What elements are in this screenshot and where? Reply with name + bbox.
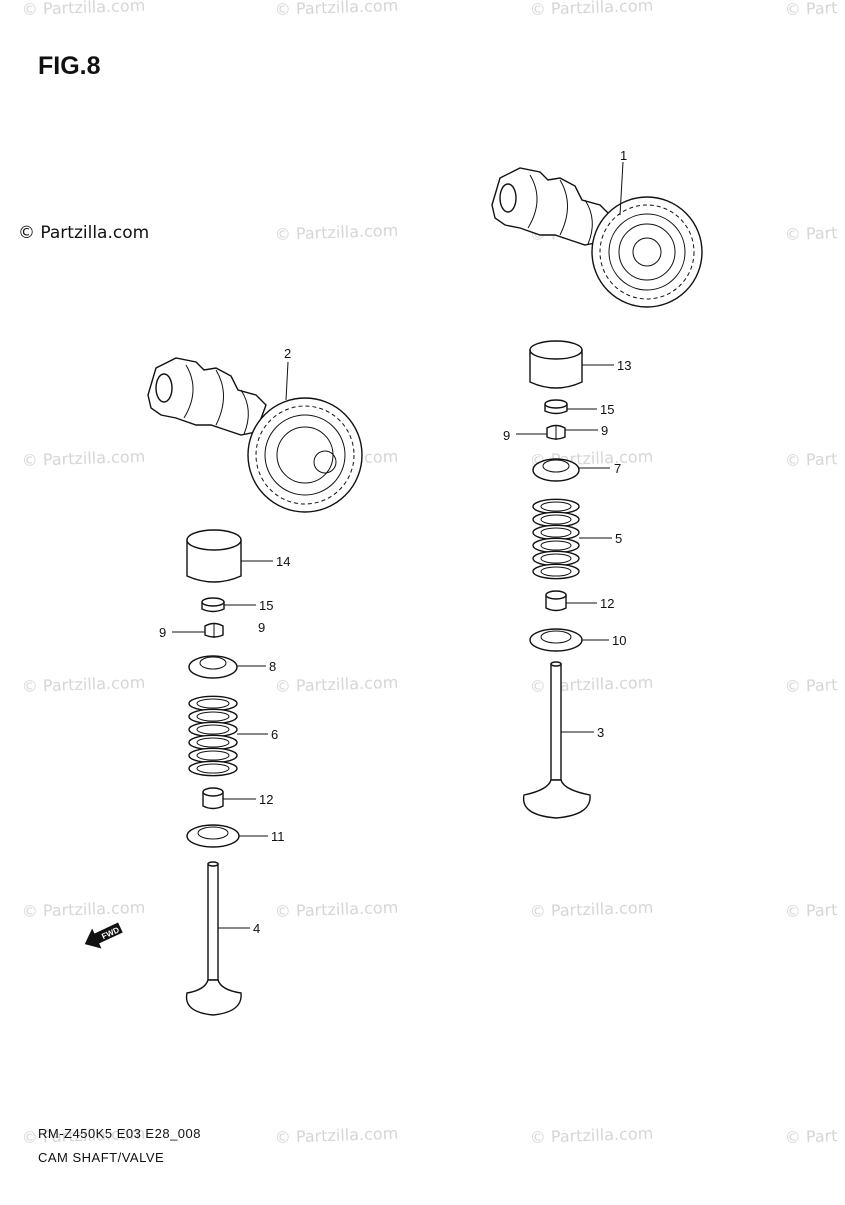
cotter-part-9-right[interactable] — [546, 424, 566, 440]
watermark-text: © Partzilla.com — [274, 1124, 398, 1147]
spring-seat-part-10[interactable] — [529, 628, 583, 652]
watermark-text: © Partzilla.com — [529, 898, 653, 921]
watermark-text: © Partzilla.com — [529, 1124, 653, 1147]
watermark-text: © Partzilla.com — [21, 898, 145, 921]
callout-2[interactable]: 2 — [284, 346, 291, 361]
callout-10[interactable]: 10 — [612, 633, 626, 648]
camshaft-intake-part-1[interactable] — [491, 167, 703, 308]
callout-15-left[interactable]: 15 — [259, 598, 273, 613]
spring-retainer-part-8[interactable] — [188, 655, 238, 679]
spring-retainer-part-7[interactable] — [532, 458, 580, 482]
callout-3[interactable]: 3 — [597, 725, 604, 740]
callout-14[interactable]: 14 — [276, 554, 290, 569]
fwd-label: FWD — [100, 925, 121, 941]
callout-12-left[interactable]: 12 — [259, 792, 273, 807]
valve-spring-part-6[interactable] — [188, 695, 238, 777]
watermark-text: © Part — [784, 0, 837, 19]
watermark-text: © Part — [784, 1126, 837, 1147]
callout-9-left-left[interactable]: 9 — [159, 625, 166, 640]
watermark-text: © Partzilla.com — [529, 0, 653, 19]
tappet-part-13[interactable] — [529, 340, 583, 389]
watermark-text: © Part — [784, 675, 837, 696]
callout-11[interactable]: 11 — [271, 829, 285, 844]
copyright-notice: © Partzilla.com — [18, 223, 150, 243]
callout-4[interactable]: 4 — [253, 921, 260, 936]
callout-1[interactable]: 1 — [620, 148, 627, 163]
diagram-code: RM-Z450K5 E03 E28_008 — [38, 1126, 201, 1141]
callout-12-right[interactable]: 12 — [600, 596, 614, 611]
callout-15-right[interactable]: 15 — [600, 402, 614, 417]
camshaft-exhaust-part-2[interactable] — [147, 357, 363, 513]
figure-title: FIG.8 — [38, 52, 101, 80]
valve-spring-part-5[interactable] — [532, 498, 580, 580]
watermark-text: © Partzilla.com — [274, 673, 398, 696]
tappet-part-14[interactable] — [186, 529, 242, 583]
stem-seal-part-12-left[interactable] — [202, 787, 224, 810]
watermark-text: © Part — [784, 900, 837, 921]
exhaust-valve-part-4[interactable] — [185, 861, 242, 1016]
callout-8[interactable]: 8 — [269, 659, 276, 674]
watermark-text: © Partzilla.com — [21, 447, 145, 470]
callout-9-right-left[interactable]: 9 — [503, 428, 510, 443]
shim-part-15-right[interactable] — [544, 399, 568, 415]
watermark-text: © Part — [784, 223, 837, 244]
intake-valve-part-3[interactable] — [522, 661, 591, 819]
callout-9-left-right[interactable]: 9 — [258, 620, 265, 635]
watermark-text: © Partzilla.com — [274, 0, 398, 19]
callout-5[interactable]: 5 — [615, 531, 622, 546]
watermark-text: © Partzilla.com — [21, 1124, 145, 1147]
watermark-text: © Partzilla.com — [21, 0, 145, 19]
stem-seal-part-12-right[interactable] — [545, 590, 567, 612]
watermark-text: © Partzilla.com — [529, 673, 653, 696]
shim-part-15-left[interactable] — [201, 597, 225, 613]
callout-6[interactable]: 6 — [271, 727, 278, 742]
cotter-part-9-left[interactable] — [204, 622, 224, 638]
watermark-text: © Part — [784, 449, 837, 470]
watermark-text: © Partzilla.com — [274, 898, 398, 921]
watermark-layer: © Partzilla.com © Partzilla.com © Partzill… — [21, 0, 837, 1147]
diagram-name: CAM SHAFT/VALVE — [38, 1150, 165, 1165]
callout-9-right-right[interactable]: 9 — [601, 423, 608, 438]
watermark-text: © Partzilla.com — [274, 221, 398, 244]
forward-direction-arrow-icon: FWD — [84, 922, 123, 949]
spring-seat-part-11[interactable] — [186, 824, 240, 848]
callout-7[interactable]: 7 — [614, 461, 621, 476]
watermark-text: © Partzilla.com — [21, 673, 145, 696]
callout-13[interactable]: 13 — [617, 358, 631, 373]
